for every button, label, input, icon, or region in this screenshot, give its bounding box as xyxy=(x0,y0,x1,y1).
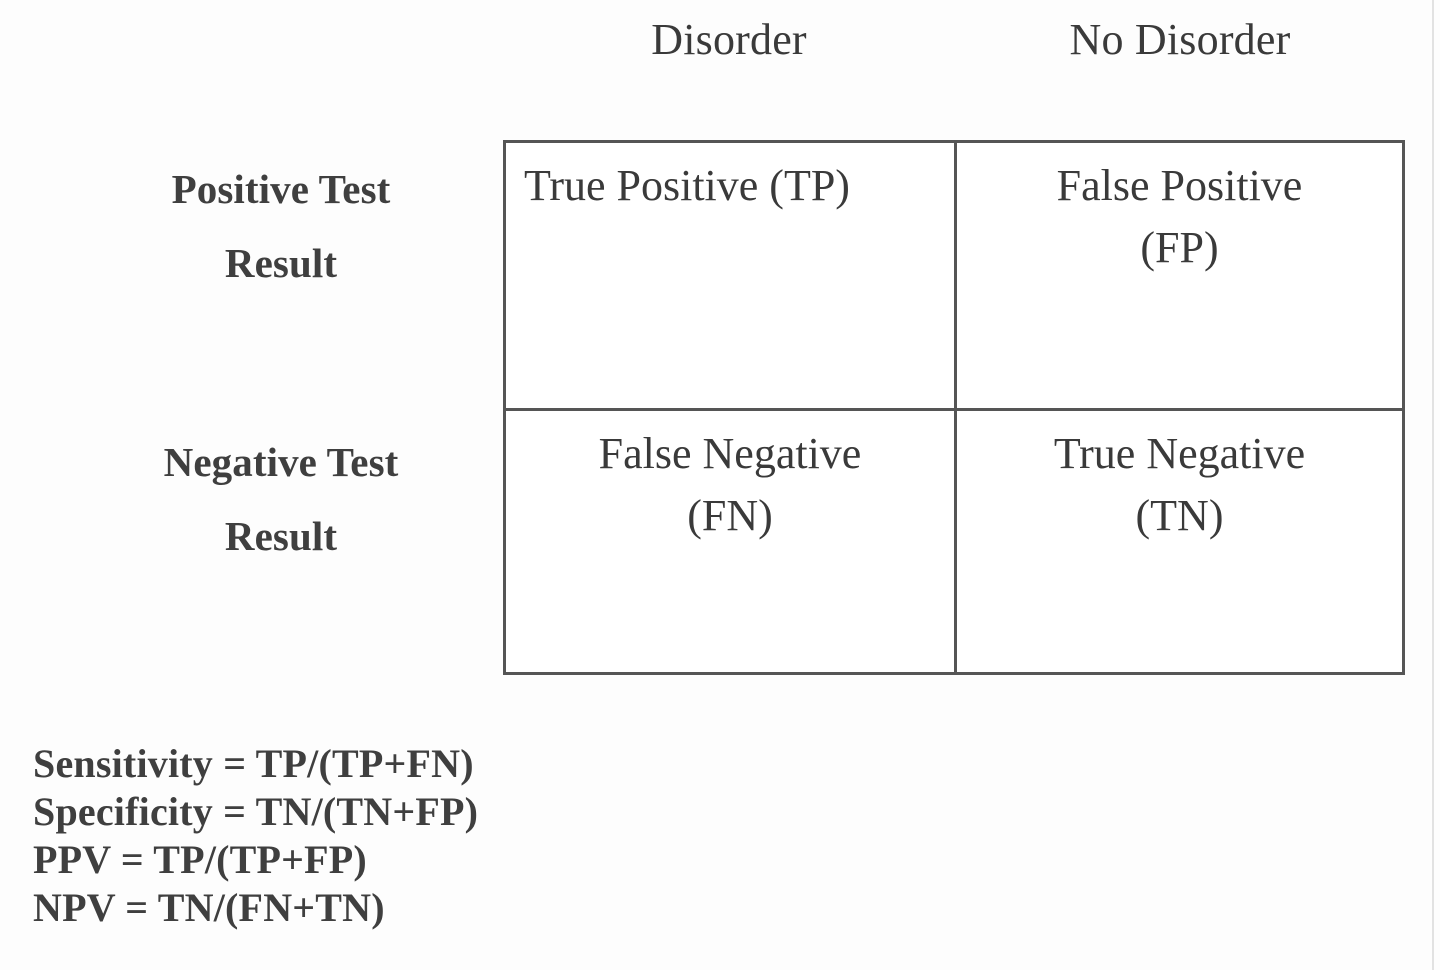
row-header-line: Negative Test xyxy=(163,439,399,485)
cell-false-positive: False Positive (FP) xyxy=(954,143,1402,408)
formula-ppv: PPV = TP/(TP+FP) xyxy=(33,837,367,882)
formula-specificity: Specificity = TN/(TN+FP) xyxy=(33,789,479,834)
formula-sensitivity: Sensitivity = TP/(TP+FN) xyxy=(33,741,474,786)
cell-line: (FN) xyxy=(687,490,773,540)
contingency-table: True Positive (TP) False Positive (FP) F… xyxy=(503,140,1405,675)
page-edge-line xyxy=(1432,0,1434,970)
cell-line: False Positive xyxy=(1056,161,1303,210)
cell-line: (FP) xyxy=(1140,223,1219,272)
row-header-positive-test-result: Positive Test Result xyxy=(95,152,467,300)
column-header-no-disorder: No Disorder xyxy=(1069,15,1291,64)
row-header-line: Result xyxy=(224,240,338,286)
formula-block: Sensitivity = TP/(TP+FN) Specificity = T… xyxy=(33,740,733,932)
cell-line: True Positive (TP) xyxy=(524,161,850,210)
column-header-disorder: Disorder xyxy=(651,15,807,64)
row-header-line: Result xyxy=(224,513,338,559)
cell-true-positive: True Positive (TP) xyxy=(506,143,954,408)
row-header-negative-test-result: Negative Test Result xyxy=(95,425,467,573)
row-header-line: Positive Test xyxy=(171,166,391,212)
cell-line: False Negative xyxy=(598,428,862,478)
cell-true-negative: True Negative (TN) xyxy=(954,407,1402,672)
cell-false-negative: False Negative (FN) xyxy=(506,407,954,673)
cell-line: True Negative xyxy=(1053,428,1306,478)
formula-npv: NPV = TN/(FN+TN) xyxy=(33,885,385,930)
cell-line: (TN) xyxy=(1135,490,1224,540)
